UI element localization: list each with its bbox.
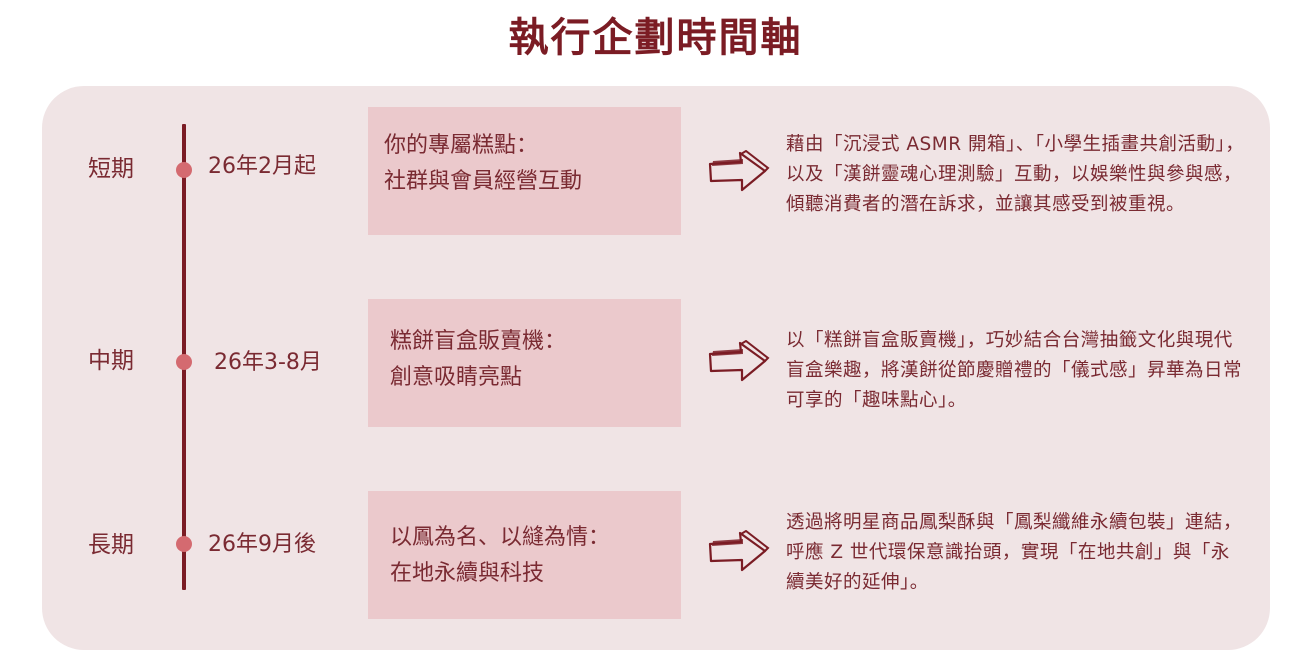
milestone-subtitle: 創意吸睛亮點 <box>390 365 523 390</box>
page-title: 執行企劃時間軸 <box>508 14 803 61</box>
timeline-dot-long <box>176 536 192 552</box>
milestone-box-long: 以鳳為名、以縫為情： 在地永續與科技 <box>368 491 681 619</box>
milestone-description: 透過將明星商品鳳梨酥與「鳳梨纖維永續包裝」連結，呼應 Z 世代環保意識抬頭，實現… <box>786 512 1243 593</box>
phase-label-short: 短期 <box>88 156 134 182</box>
milestone-subtitle: 社群與會員經營互動 <box>384 169 583 194</box>
milestone-title: 以鳳為名、以縫為情： <box>390 525 611 550</box>
milestone-box-short: 你的專屬糕點： 社群與會員經營互動 <box>368 107 681 235</box>
phase-label-long: 長期 <box>88 532 134 558</box>
milestone-title: 糕餅盲盒販賣機： <box>390 329 567 354</box>
milestone-title: 你的專屬糕點： <box>384 133 539 158</box>
date-label-mid: 26年3-8月 <box>214 350 322 375</box>
hand-drawn-right-arrow-icon <box>708 340 770 382</box>
milestone-subtitle: 在地永續與科技 <box>390 561 545 586</box>
hand-drawn-right-arrow-icon <box>708 150 770 192</box>
timeline-dot-mid <box>176 354 192 370</box>
date-label-short: 26年2月起 <box>208 154 316 179</box>
milestone-box-mid: 糕餅盲盒販賣機： 創意吸睛亮點 <box>368 299 681 427</box>
phase-label-mid: 中期 <box>88 348 134 374</box>
milestone-description: 以「糕餅盲盒販賣機」，巧妙結合台灣抽籤文化與現代盲盒樂趣，將漢餅從節慶贈禮的「儀… <box>786 330 1243 411</box>
hand-drawn-right-arrow-icon <box>708 530 770 572</box>
date-label-long: 26年9月後 <box>208 532 316 557</box>
timeline-dot-short <box>176 162 192 178</box>
milestone-description: 藉由「沉浸式 ASMR 開箱」、「小學生插畫共創活動」，以及「漢餅靈魂心理測驗」… <box>786 134 1245 215</box>
